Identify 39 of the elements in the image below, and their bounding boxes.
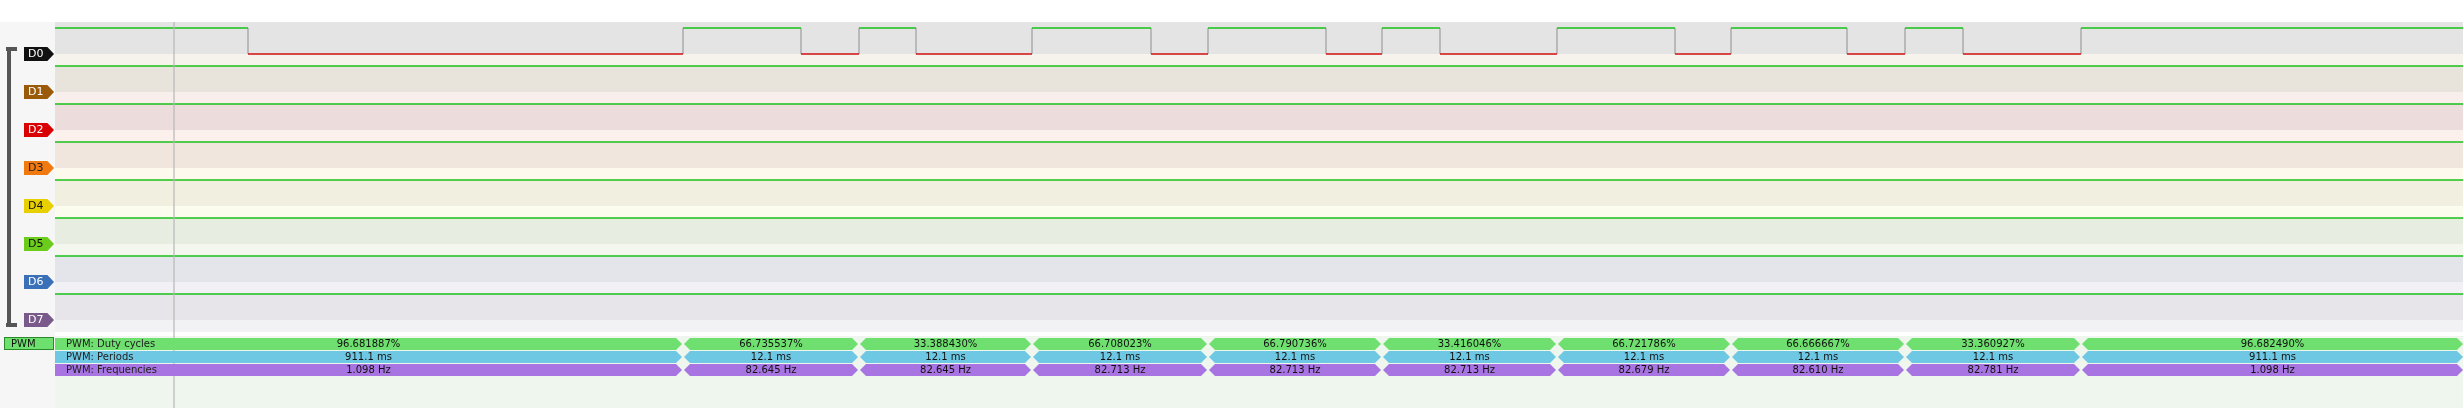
period-value: 12.1 ms [1732,351,1904,363]
channel-tag: D6 [24,275,54,289]
period-value: 12.1 ms [1558,351,1730,363]
row-title: PWM: Duty cycles [66,338,157,350]
period-value: 12.1 ms [684,351,858,363]
period-value: 12.1 ms [1906,351,2080,363]
frequency-value: 82.679 Hz [1558,364,1730,376]
duty-cycle-value: 66.790736% [1209,338,1381,350]
frequency-value: 82.713 Hz [1033,364,1207,376]
channel-tag: D1 [24,85,54,99]
duty-cycle-value: 66.708023% [1033,338,1207,350]
channel-tag: D3 [24,161,54,175]
period-value: 12.1 ms [1209,351,1381,363]
channel-tag: D7 [24,313,54,327]
channel-tag: D0 [24,47,54,61]
period-value: 12.1 ms [1383,351,1556,363]
channel-tag: D5 [24,237,54,251]
duty-cycle-value: 66.735537% [684,338,858,350]
duty-cycle-value: 96.682490% [2082,338,2463,350]
period-value: 12.1 ms [860,351,1031,363]
duty-cycle-value: 33.416046% [1383,338,1556,350]
channel-tag: D4 [24,199,54,213]
channel-tag: D2 [24,123,54,137]
row-title: PWM: Periods [66,351,135,363]
duty-cycle-value: 66.666667% [1732,338,1904,350]
frequency-value: 82.713 Hz [1209,364,1381,376]
frequency-value: 1.098 Hz [2082,364,2463,376]
duty-cycle-value: 66.721786% [1558,338,1730,350]
decoder-tag: PWM [4,337,54,350]
frequency-value: 82.610 Hz [1732,364,1904,376]
duty-cycle-value: 33.360927% [1906,338,2080,350]
period-value: 911.1 ms [2082,351,2463,363]
duty-cycle-value: 33.388430% [860,338,1031,350]
frequency-value: 82.713 Hz [1383,364,1556,376]
frequency-value: 82.781 Hz [1906,364,2080,376]
period-value: 12.1 ms [1033,351,1207,363]
frequency-value: 82.645 Hz [860,364,1031,376]
row-title: PWM: Frequencies [66,364,158,376]
frequency-value: 82.645 Hz [684,364,858,376]
